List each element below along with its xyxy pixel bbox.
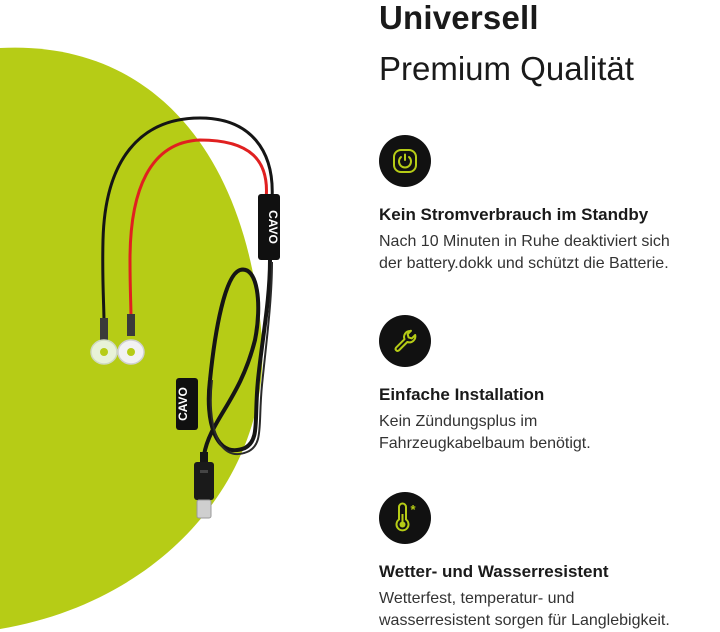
usb-c-plug	[194, 452, 214, 519]
coiled-main-cable	[202, 259, 272, 456]
feature-description-line: der battery.dokk und schützt die Batteri…	[379, 255, 669, 272]
thermometer-icon: *	[395, 502, 416, 532]
power-icon-badge	[379, 135, 431, 187]
feature-description-line: Wetterfest, temperatur- und	[379, 590, 575, 607]
feature-standby: Kein Stromverbrauch im Standby Nach 10 M…	[379, 135, 719, 275]
page-title: Universell	[379, 0, 539, 36]
page-subtitle: Premium Qualität	[379, 50, 634, 87]
feature-description-line: Nach 10 Minuten in Ruhe deaktiviert sich	[379, 233, 670, 250]
feature-description-line: wasserresistent sorgen für Langlebigkeit…	[379, 612, 670, 629]
black-lead-cable	[101, 116, 274, 323]
feature-description: Kein Zündungsplus im Fahrzeugkabelbaum b…	[379, 411, 719, 455]
inline-module-upper: CAVO	[258, 194, 280, 260]
feature-title: Wetter- und Wasserresistent	[379, 562, 609, 581]
cable-tag-lower: CAVO	[176, 378, 198, 430]
feature-description: Wetterfest, temperatur- und wasserresist…	[379, 588, 719, 632]
wrench-icon-badge	[379, 315, 431, 367]
module-brand-label-upper: CAVO	[266, 210, 280, 244]
red-lead-cable	[128, 138, 268, 319]
ring-terminal-red	[117, 314, 145, 365]
thermometer-icon-badge: *	[379, 492, 431, 544]
feature-description-line: Fahrzeugkabelbaum benötigt.	[379, 435, 591, 452]
accent-circle	[0, 47, 263, 629]
product-illustration: CAVO CAVO	[0, 47, 280, 629]
feature-description: Nach 10 Minuten in Ruhe deaktiviert sich…	[379, 231, 719, 275]
ring-terminal-black	[90, 318, 118, 365]
feature-description-line: Kein Zündungsplus im	[379, 413, 538, 430]
power-icon	[393, 149, 417, 173]
tag-brand-label-lower: CAVO	[176, 387, 190, 421]
feature-weatherproof: * Wetter- und Wasserresistent Wetterfest…	[379, 492, 719, 632]
feature-title: Einfache Installation	[379, 385, 545, 404]
wrench-icon	[394, 329, 417, 352]
feature-title: Kein Stromverbrauch im Standby	[379, 205, 649, 224]
feature-installation: Einfache Installation Kein Zündungsplus …	[379, 315, 719, 455]
svg-text:*: *	[410, 502, 416, 517]
